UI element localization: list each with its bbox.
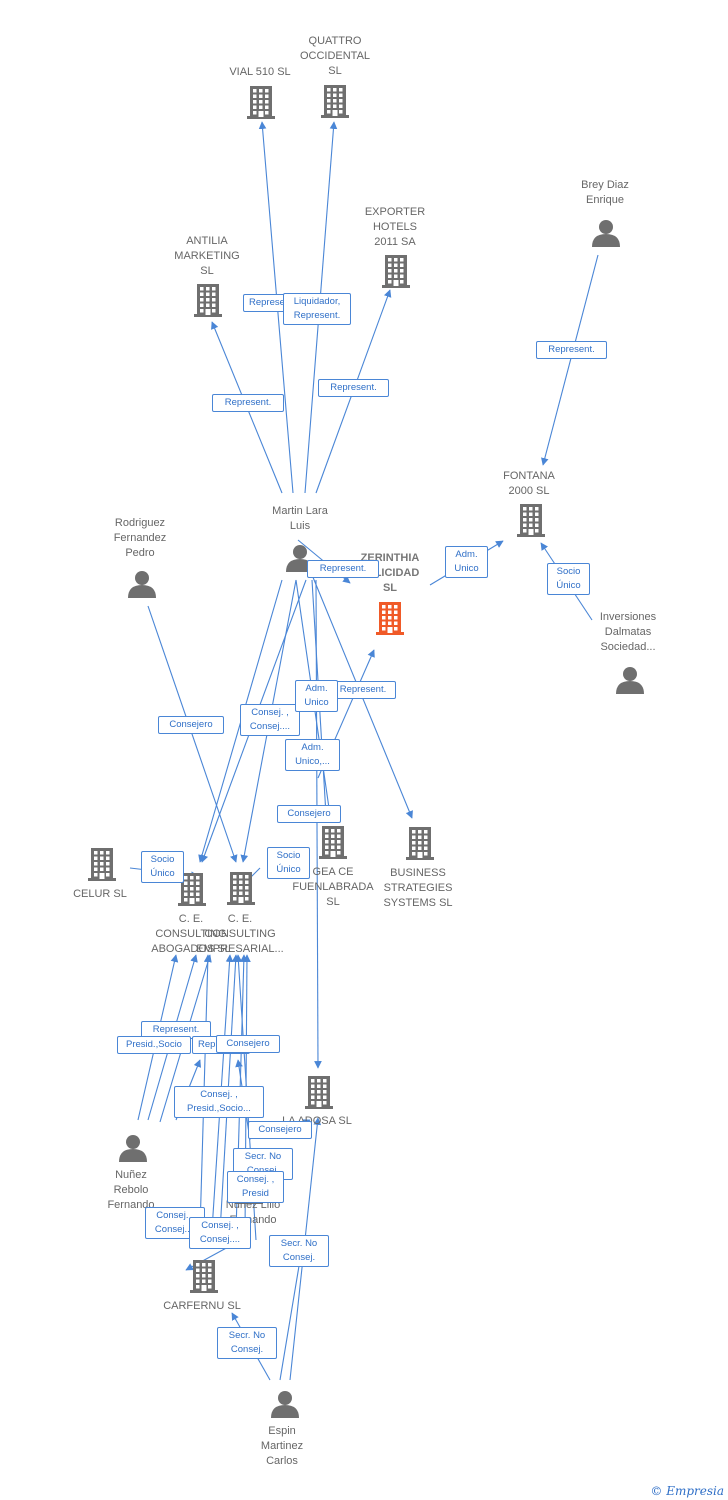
edge-label[interactable]: Socio Único [141, 851, 184, 883]
node-label-ce-abogados: C. E. CONSULTING ABOGADOS SL [151, 913, 231, 955]
person-icon[interactable] [119, 1135, 147, 1162]
company-icon[interactable] [190, 1260, 218, 1293]
edge-label[interactable]: Represent. [330, 681, 396, 699]
node-label-ce-empresarial: C. E. CONSULTING EMPRESARIAL... [196, 913, 284, 955]
edge-label[interactable]: Liquidador, Represent. [283, 293, 351, 325]
company-icon[interactable] [88, 848, 116, 881]
node-label-carfernu: CARFERNU SL [163, 1300, 241, 1312]
node-label-vial: VIAL 510 SL [229, 66, 291, 78]
company-icon[interactable] [517, 504, 545, 537]
edge-line [147, 605, 238, 863]
edge-label[interactable]: Socio Único [547, 563, 590, 595]
edge-line [279, 1259, 303, 1381]
edge-label[interactable]: Consej. , Presid.,Socio... [174, 1086, 264, 1118]
node-label-exporter: EXPORTER HOTELS 2011 SA [364, 206, 426, 248]
watermark-logo: © Empresia [650, 1484, 724, 1498]
edge-label[interactable]: Consejero [277, 805, 341, 823]
company-icon[interactable] [247, 86, 275, 119]
node-label-martin: Martin Lara Luis [272, 505, 328, 532]
person-icon[interactable] [271, 1391, 299, 1418]
edge-label[interactable]: Represent. [536, 341, 607, 359]
edge-label[interactable]: Represent. [318, 379, 389, 397]
focal-company-icon[interactable] [376, 602, 404, 635]
company-icon[interactable] [194, 284, 222, 317]
node-label-brey: Brey Diaz Enrique [581, 179, 629, 206]
node-label-celur: CELUR SL [73, 888, 127, 900]
company-icon[interactable] [227, 872, 255, 905]
company-icon[interactable] [321, 85, 349, 118]
node-label-rodriguez: Rodriguez Fernandez Pedro [113, 517, 167, 559]
edge-line [541, 254, 599, 466]
node-label-gea: GEA CE FUENLABRADA SL [292, 866, 374, 908]
edge-label[interactable]: Adm. Unico [295, 680, 338, 712]
node-label-quattro: QUATTRO OCCIDENTAL SL [299, 35, 371, 77]
company-icon[interactable] [406, 827, 434, 860]
edge-label[interactable]: Socio Único [267, 847, 310, 879]
person-icon[interactable] [128, 571, 156, 598]
node-label-espin: Espin Martinez Carlos [260, 1425, 304, 1467]
company-icon[interactable] [305, 1076, 333, 1109]
edge-label[interactable]: Adm. Unico,... [285, 739, 340, 771]
edge-label[interactable]: Secr. No Consej. [269, 1235, 329, 1267]
node-label-nunez-r: Nuñez Rebolo Fernando [107, 1169, 155, 1211]
edge-line [314, 579, 322, 1069]
edge-label[interactable]: Represent. [307, 560, 379, 578]
node-label-inversiones: Inversiones Dalmatas Sociedad... [599, 611, 657, 653]
edge-label[interactable]: Presid.,Socio [117, 1036, 191, 1054]
edge-label[interactable]: Adm. Unico [445, 546, 488, 578]
node-label-business: BUSINESS STRATEGIES SYSTEMS SL [383, 867, 453, 909]
edge-label[interactable]: Consejero [216, 1035, 280, 1053]
edge-label[interactable]: Consej. , Consej.... [240, 704, 300, 736]
person-icon[interactable] [592, 220, 620, 247]
edge-label[interactable]: Consej. , Consej.... [189, 1217, 251, 1249]
company-icon[interactable] [178, 873, 206, 906]
node-label-antilia: ANTILIA MARKETING SL [174, 235, 240, 277]
edge-label[interactable]: Secr. No Consej. [217, 1327, 277, 1359]
edge-label[interactable]: Represent. [212, 394, 284, 412]
company-icon[interactable] [319, 826, 347, 859]
edge-label[interactable]: Consej. , Presid [227, 1171, 284, 1203]
person-icon[interactable] [616, 667, 644, 694]
edge-label[interactable]: Consejero [158, 716, 224, 734]
company-icon[interactable] [382, 255, 410, 288]
node-label-fontana: FONTANA 2000 SL [503, 470, 555, 497]
edge-label[interactable]: Consejero [248, 1121, 312, 1139]
